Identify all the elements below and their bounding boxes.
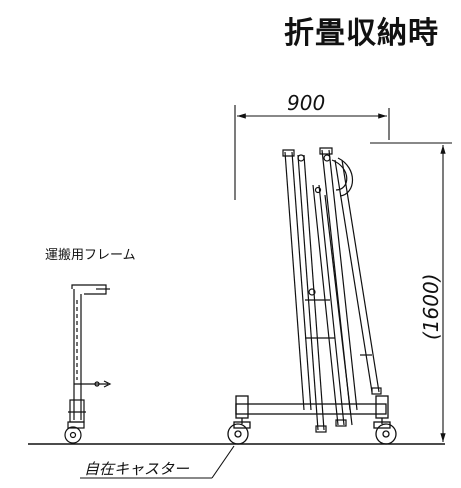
- transport-frame-label: 運搬用フレーム: [45, 248, 136, 263]
- caster-label: 自在キャスター: [84, 460, 190, 478]
- height-dimension-value: (1600): [419, 273, 443, 340]
- caster-right: [373, 421, 397, 445]
- folded-frame: [282, 147, 382, 433]
- transport-frame-caster: [64, 421, 85, 444]
- width-dimension-value: 900: [287, 91, 325, 115]
- page-title: 折畳収納時: [284, 16, 439, 51]
- base-cart: [235, 395, 389, 424]
- caster-callout: [80, 445, 235, 479]
- transport-frame: [68, 284, 112, 423]
- caster-left: [227, 421, 251, 445]
- height-dimension: [370, 142, 452, 442]
- width-dimension: [234, 105, 390, 200]
